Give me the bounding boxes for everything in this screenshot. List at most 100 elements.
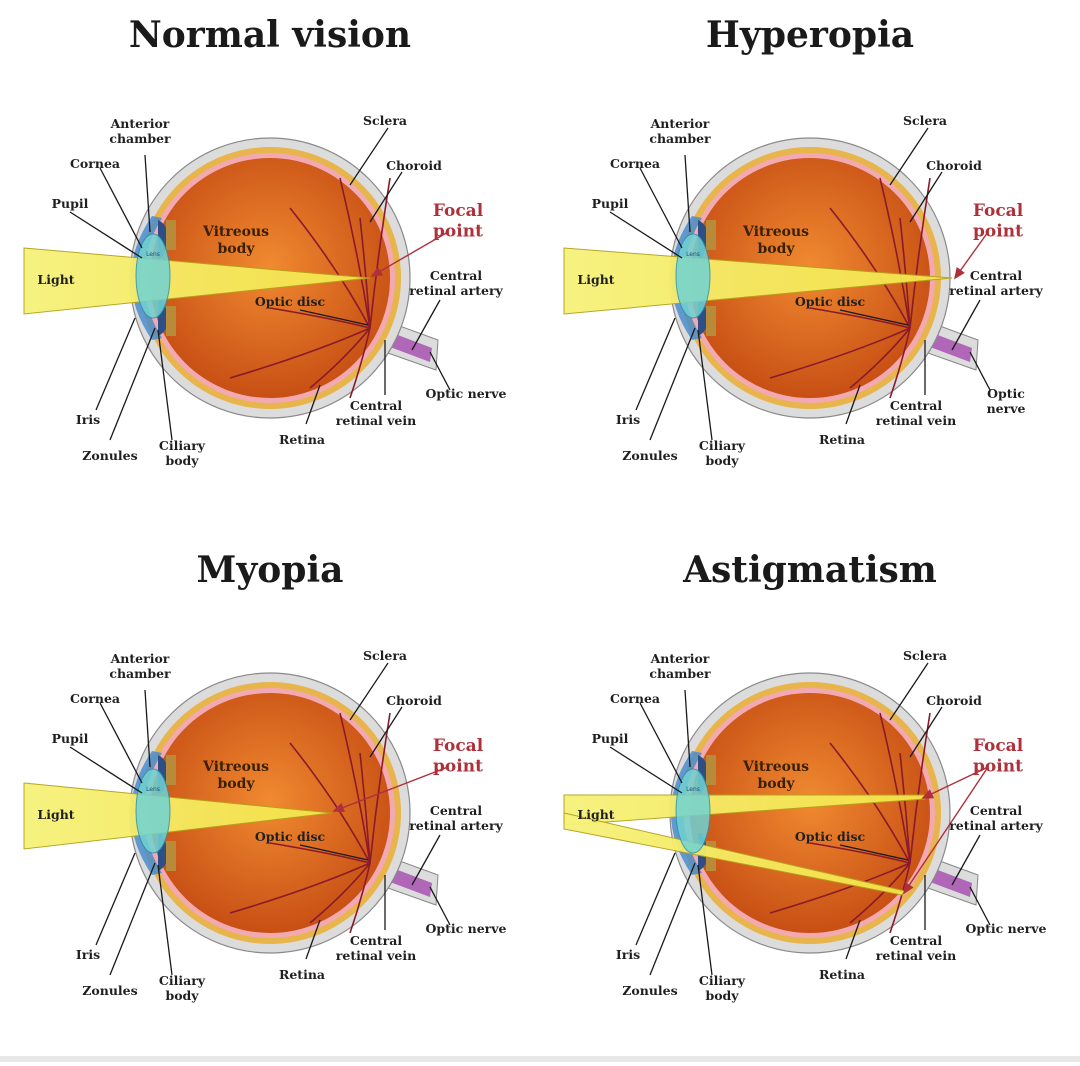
panel-title: Hyperopia [705, 14, 915, 56]
vessel [339, 177, 371, 329]
label-optic-disc: Optic disc [795, 829, 866, 844]
label-light: Light [577, 272, 614, 287]
label-central-retinal-vein-line: retinal vein [876, 413, 956, 428]
label-retina-line: Retina [819, 432, 865, 447]
lens-label-line: Lens [146, 786, 160, 793]
label-optic-disc: Optic disc [255, 294, 326, 309]
focal-arrowhead [370, 266, 384, 277]
focal-arrows [903, 766, 989, 895]
label-central-retinal-artery-line: retinal artery [949, 283, 1043, 298]
label-pupil-line: Pupil [52, 196, 89, 211]
label-central-retinal-artery-line: Central [970, 268, 1022, 283]
leader-line [909, 171, 943, 223]
focal-arrow [903, 766, 989, 894]
label-zonules-line: Zonules [622, 983, 677, 998]
leader-line [157, 329, 173, 441]
label-light: Light [37, 272, 74, 287]
label-cornea-line: Cornea [610, 156, 660, 171]
label-sclera-line: Sclera [363, 648, 407, 663]
leader-line [109, 862, 156, 976]
vessel [289, 207, 371, 329]
label-vitreous-body-line: body [217, 776, 255, 792]
vessel [349, 327, 371, 399]
ciliary-body [166, 220, 176, 250]
label-light-line: Light [577, 272, 614, 287]
label-choroid-line: Choroid [926, 158, 982, 173]
leader-line [95, 317, 136, 411]
leader-line [429, 886, 451, 926]
label-ciliary-body-line: body [165, 453, 199, 468]
cornea [671, 216, 702, 340]
leader-line [951, 834, 981, 886]
label-light-line: Light [37, 807, 74, 822]
leader-line [99, 702, 143, 784]
label-focal-point-line: point [973, 221, 1023, 241]
vessel [899, 217, 911, 329]
label-retina-line: Retina [279, 432, 325, 447]
leader-line [69, 746, 143, 794]
label-optic-disc-line: Optic disc [255, 829, 326, 844]
vessel [879, 177, 911, 329]
vessel [339, 712, 371, 864]
leader-lines [609, 127, 991, 441]
label-anterior-chamber-line: Anterior [650, 116, 710, 131]
label-retina: Retina [279, 432, 325, 447]
label-zonules: Zonules [82, 983, 137, 998]
leader-line [969, 351, 991, 391]
label-vitreous-body-line: body [757, 241, 795, 257]
vessel [769, 327, 911, 379]
label-central-retinal-artery-line: retinal artery [949, 818, 1043, 833]
lens-label-line: Lens [686, 251, 700, 258]
label-focal-point-line: point [973, 756, 1023, 776]
leader-line [639, 702, 683, 784]
label-vitreous-body-line: Vitreous [202, 224, 269, 240]
label-optic-disc-line: Optic disc [795, 829, 866, 844]
lens-label-line: Lens [686, 786, 700, 793]
leader-line [411, 834, 441, 886]
lens-label: Lens [146, 786, 160, 793]
cornea [131, 216, 162, 340]
label-anterior-chamber-line: Anterior [650, 651, 710, 666]
leader-line [839, 309, 909, 326]
label-light: Light [577, 807, 614, 822]
label-cornea-line: Cornea [70, 156, 120, 171]
leader-line [889, 127, 929, 186]
label-optic-disc-line: Optic disc [795, 294, 866, 309]
label-anterior-chamber-line: Anterior [110, 116, 170, 131]
label-optic-disc-line: Optic disc [255, 294, 326, 309]
label-choroid: Choroid [926, 693, 982, 708]
leader-line [305, 919, 321, 960]
vessel [289, 742, 371, 864]
label-optic-disc: Optic disc [255, 829, 326, 844]
label-choroid: Choroid [386, 693, 442, 708]
label-iris: Iris [76, 412, 100, 427]
label-pupil: Pupil [592, 731, 629, 746]
label-central-retinal-vein-line: Central [350, 933, 402, 948]
leader-line [909, 706, 943, 758]
label-choroid-line: Choroid [386, 693, 442, 708]
label-retina: Retina [279, 967, 325, 982]
label-optic-nerve-line: Optic nerve [966, 921, 1047, 936]
leader-lines [69, 662, 451, 976]
label-anterior-chamber-line: chamber [649, 131, 711, 146]
vessel [269, 307, 371, 329]
panel-title: Astigmatism [683, 549, 937, 591]
cornea [131, 751, 162, 875]
light-beam [563, 247, 953, 315]
focal-arrow [333, 766, 449, 812]
label-pupil-line: Pupil [592, 731, 629, 746]
label-ciliary-body-line: body [705, 453, 739, 468]
leader-line [649, 327, 696, 441]
label-light-line: Light [37, 272, 74, 287]
lens [675, 233, 711, 319]
label-vitreous-body-line: Vitreous [742, 224, 809, 240]
lens [135, 768, 171, 854]
leader-line [144, 689, 151, 768]
ciliary-body [166, 755, 176, 785]
